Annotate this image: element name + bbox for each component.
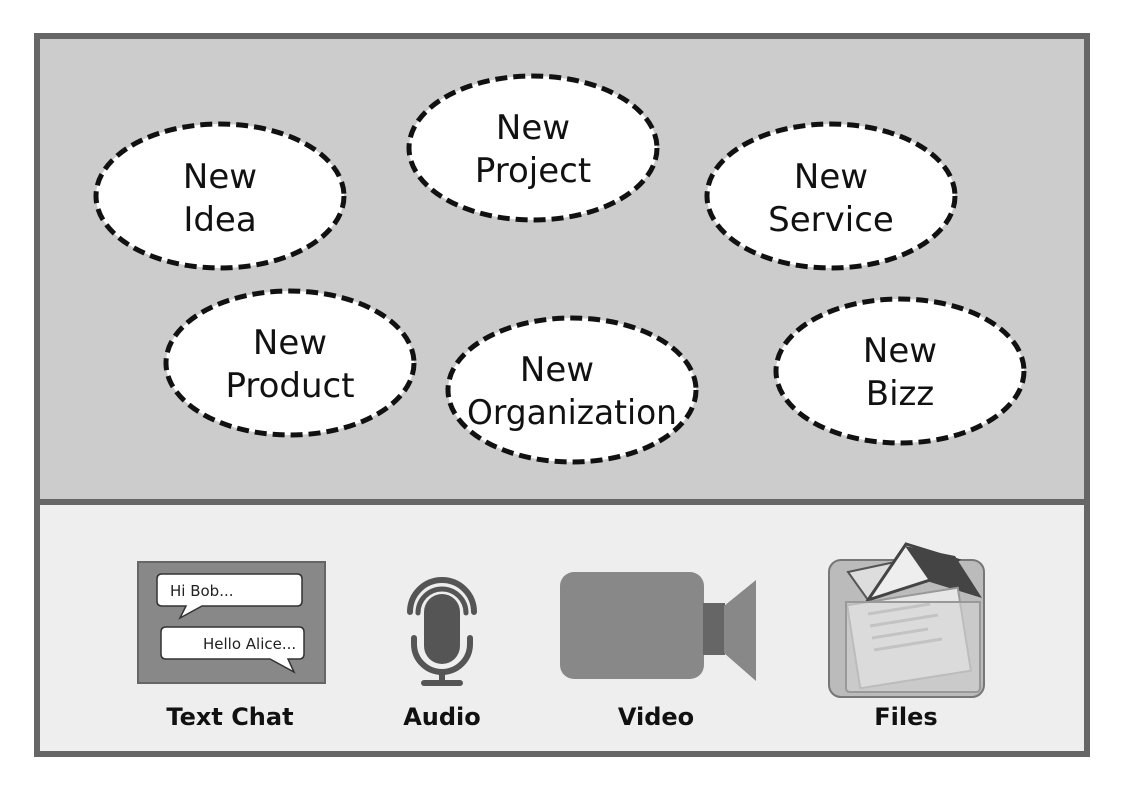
idea-new-product[interactable]: New Product xyxy=(163,288,417,438)
idea-line-2: Bizz xyxy=(866,374,934,414)
idea-new-bizz[interactable]: New Bizz xyxy=(773,296,1027,446)
text-chat-tool[interactable]: Hi Bob... Hello Alice... Text Chat xyxy=(137,561,326,731)
chat-message-1: Hi Bob... xyxy=(170,582,234,600)
idea-line-1: New xyxy=(794,157,868,197)
video-tool[interactable]: Video xyxy=(560,572,756,731)
chat-bubbles-icon: Hi Bob... Hello Alice... xyxy=(137,561,326,684)
video-label: Video xyxy=(618,703,694,731)
idea-new-service[interactable]: New Service xyxy=(704,121,958,271)
idea-line-1: New xyxy=(496,108,570,148)
idea-line-1: New xyxy=(863,331,937,371)
audio-label: Audio xyxy=(403,703,481,731)
idea-new-idea[interactable]: New Idea xyxy=(93,121,347,271)
idea-line-1: New xyxy=(520,350,594,390)
microphone-icon xyxy=(407,577,477,686)
idea-new-organization[interactable]: New Organization xyxy=(445,315,699,465)
idea-line-2: Organization xyxy=(467,393,677,433)
idea-new-project[interactable]: New Project xyxy=(406,73,660,223)
files-tool[interactable]: Files xyxy=(828,542,985,731)
idea-line-2: Service xyxy=(768,200,894,240)
chat-message-2: Hello Alice... xyxy=(203,635,296,653)
idea-line-2: Product xyxy=(225,366,354,406)
video-camera-icon xyxy=(560,572,756,681)
files-label: Files xyxy=(874,703,937,731)
audio-tool[interactable]: Audio xyxy=(403,577,481,731)
folder-files-icon xyxy=(828,542,985,698)
idea-line-2: Project xyxy=(475,151,591,191)
idea-line-1: New xyxy=(253,323,327,363)
idea-line-1: New xyxy=(183,157,257,197)
text-chat-label: Text Chat xyxy=(166,703,293,731)
idea-line-2: Idea xyxy=(183,200,256,240)
